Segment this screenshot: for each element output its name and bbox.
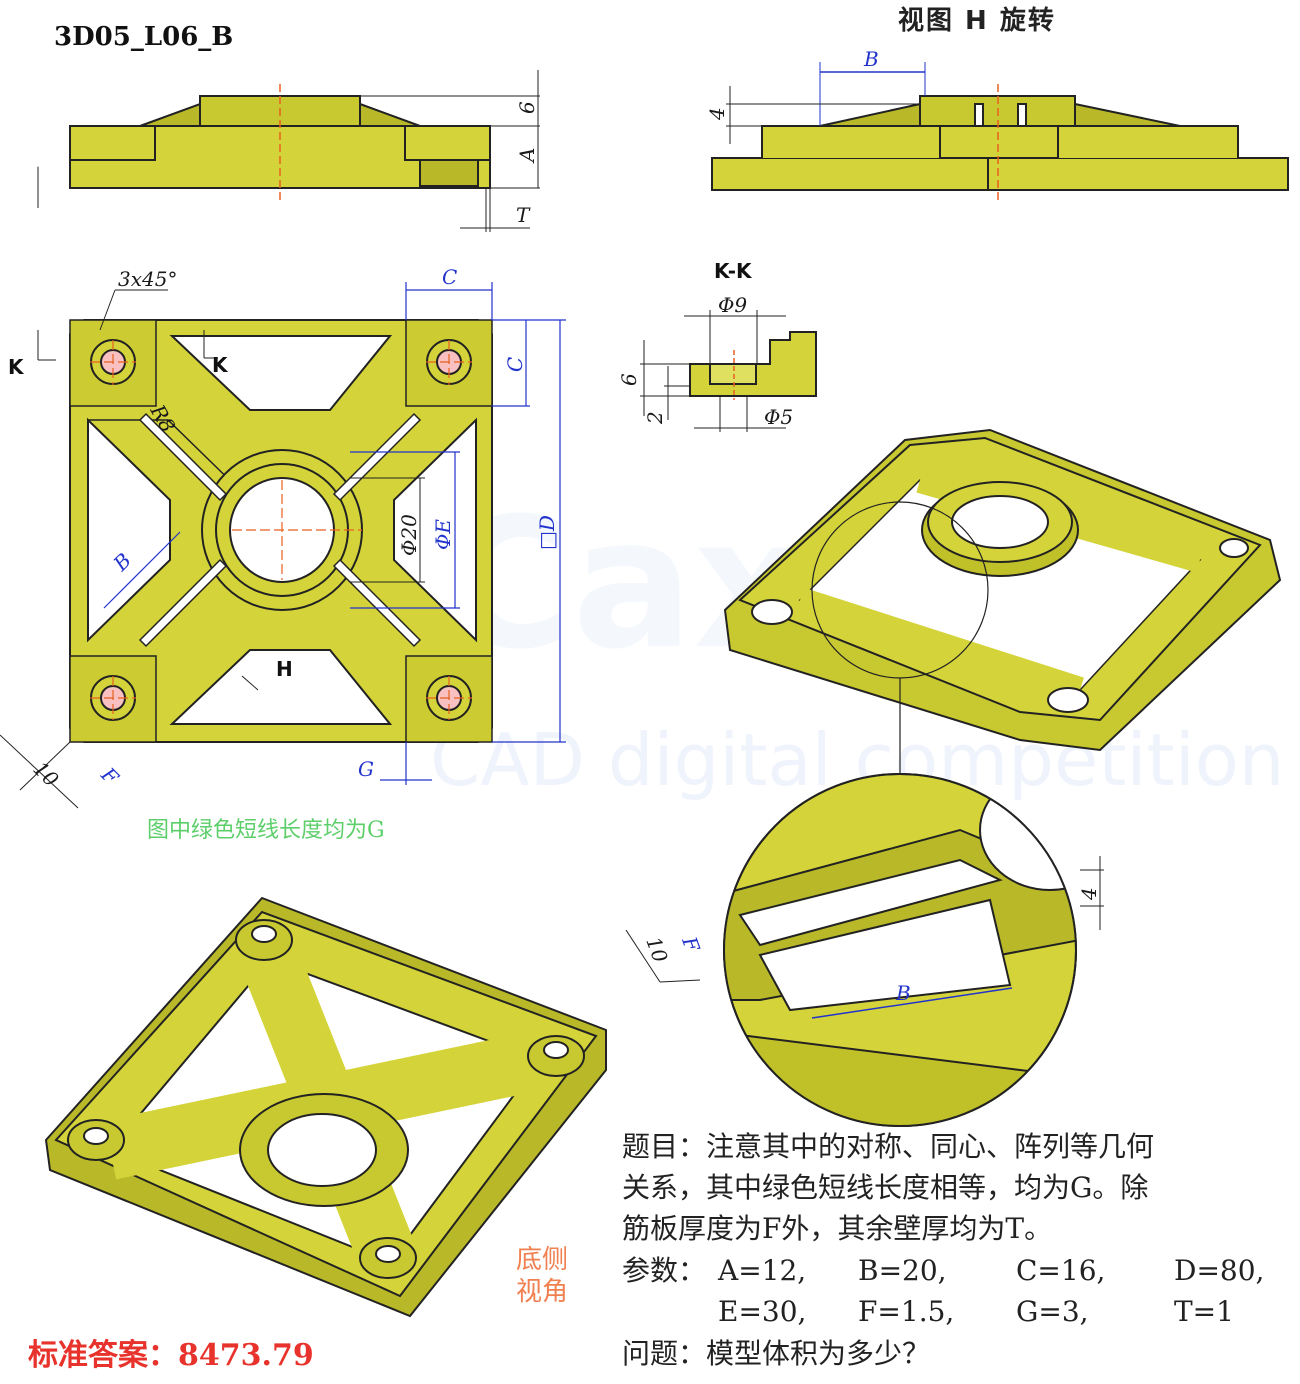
param-c: C=16, [1016,1254,1106,1287]
answer-label: 标准答案： [28,1338,178,1373]
standard-answer: 标准答案：8473.79 [28,1330,314,1374]
view-mark-h: H [276,657,293,681]
green-line-note: 图中绿色短线长度均为G [147,818,385,843]
rotated-view [711,62,1289,204]
dim-detail-f: F [677,933,705,956]
dim-4: 4 [705,107,729,121]
dim-t: T [516,203,531,227]
param-t: T=1 [1174,1295,1234,1328]
front-view [69,70,540,232]
dim-phie: ΦE [431,519,455,550]
chamfer-label: 3x45° [118,267,177,291]
param-b: B=20, [858,1254,947,1287]
bottom-view-label: 底侧视角 [516,1245,569,1307]
iso-view-top [723,428,1282,790]
dim-detail-b: B [895,981,911,1005]
question-ask: 问题：模型体积为多少？ [622,1337,931,1370]
section-title: K-K [714,259,753,283]
dim-a: A [515,148,539,164]
param-f: F=1.5, [858,1295,955,1328]
question-line-2: 关系，其中绿色短线长度相等，均为G。除 [622,1171,1149,1204]
dim-10: 10 [28,757,63,792]
detail-view [625,773,1104,1127]
params-label: 参数： [622,1254,707,1287]
dim-d: □D [535,515,559,550]
dim-c-side: C [503,357,527,372]
top-view [0,166,566,809]
dim-b: B [863,47,879,71]
dim-g: G [358,757,374,781]
question-line-1: 题目：注意其中的对称、同心、阵列等几何 [622,1130,1155,1163]
param-d: D=80, [1174,1254,1265,1287]
section-view [640,310,817,432]
section-mark-right: K [212,353,229,377]
dim-6: 6 [515,101,539,114]
section-mark-left: K [8,355,25,379]
iso-view-bottom [44,896,607,1318]
rotated-view-title: 视图 H 旋转 [898,6,1056,36]
param-a: A=12, [718,1254,807,1287]
model-code: 3D05_L06_B [54,22,234,52]
param-g: G=3, [1016,1295,1089,1328]
dim-section-2: 2 [643,411,667,425]
answer-value: 8473.79 [178,1338,314,1373]
dim-phi9: Φ9 [718,293,747,317]
param-e: E=30, [718,1295,807,1328]
dim-f: F [96,762,124,790]
dim-phi5: Φ5 [764,405,793,429]
dim-phi20: Φ20 [397,514,421,556]
question-line-3: 筋板厚度为F外，其余壁厚均为T。 [622,1212,1053,1245]
dim-section-6: 6 [617,373,641,386]
dim-detail-4: 4 [1077,887,1101,901]
dim-c-top: C [442,265,457,289]
